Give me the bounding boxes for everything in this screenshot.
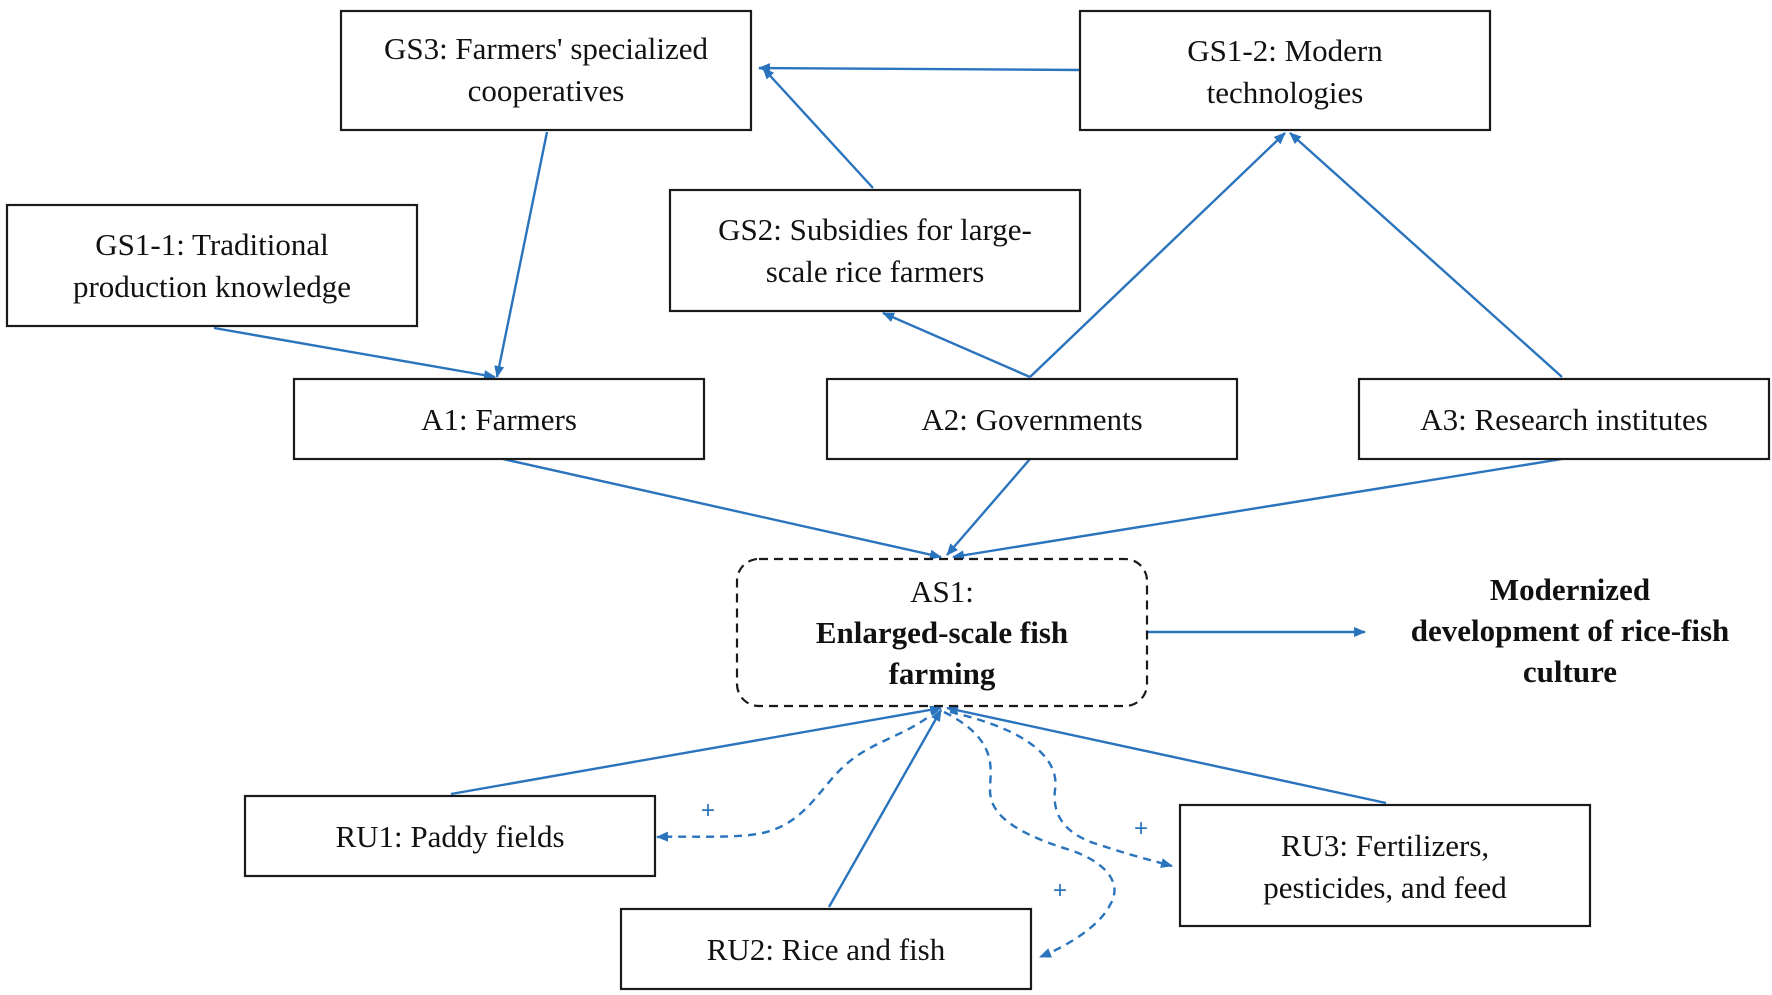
outcome-line2: development of rice-fish	[1411, 613, 1730, 648]
node-a1: A1: Farmers	[292, 377, 706, 461]
node-ru1: RU1: Paddy fields	[243, 794, 657, 878]
arrow-ru1-to-as1	[450, 704, 942, 796]
arrow-ru3-to-as1	[946, 705, 1387, 805]
outcome-line3: culture	[1523, 654, 1617, 689]
arrow-ru2-to-as1	[827, 709, 943, 908]
node-ru3-line2: pesticides, and feed	[1263, 870, 1507, 905]
outcome-label: Modernized development of rice-fish cult…	[1411, 572, 1730, 689]
arrow-a3-to-gs12	[1289, 132, 1563, 378]
node-a2-label: A2: Governments	[921, 402, 1142, 437]
node-as1: AS1: Enlarged-scale fish farming	[735, 557, 1149, 708]
node-gs11: GS1-1: Traditional production knowledge	[5, 203, 419, 328]
node-gs3-line1: GS3: Farmers' specialized	[384, 31, 709, 66]
arrow-a2-to-gs12	[1029, 132, 1286, 378]
arrow-gs3-to-a1	[494, 131, 549, 378]
arrow-gs12-to-gs3	[758, 63, 1081, 74]
plus-sign-ru3: +	[1134, 815, 1148, 842]
node-gs11-line1: GS1-1: Traditional	[95, 227, 328, 262]
node-a2: A2: Governments	[825, 377, 1239, 461]
outcome-line1: Modernized	[1490, 572, 1650, 607]
plus-sign-ru1: +	[701, 797, 715, 824]
node-ru3-line1: RU3: Fertilizers,	[1281, 828, 1489, 863]
node-gs12-line1: GS1-2: Modern	[1187, 33, 1383, 68]
arrow-a2-to-as1	[946, 458, 1031, 556]
plus-sign-ru2: +	[1053, 877, 1067, 904]
arrow-gs2-to-gs3	[762, 67, 874, 189]
arrow-gs11-to-a1	[213, 326, 496, 381]
node-gs12: GS1-2: Modern technologies	[1078, 9, 1492, 132]
node-ru3: RU3: Fertilizers, pesticides, and feed	[1178, 803, 1592, 928]
node-gs3: GS3: Farmers' specialized cooperatives	[339, 9, 753, 132]
node-as1-line1: AS1:	[910, 574, 974, 609]
connectors: + + +	[213, 63, 1563, 959]
feedback-as1-to-ru2	[943, 710, 1116, 959]
node-gs12-line2: technologies	[1207, 75, 1364, 110]
arrow-a2-to-gs2	[882, 311, 1031, 379]
node-gs3-line2: cooperatives	[468, 73, 625, 108]
node-ru2-label: RU2: Rice and fish	[707, 932, 946, 967]
arrow-a1-to-as1	[502, 457, 942, 560]
node-a1-label: A1: Farmers	[421, 402, 577, 437]
node-as1-line2: Enlarged-scale fish	[816, 615, 1068, 650]
node-gs2-line2: scale rice farmers	[766, 254, 985, 289]
node-gs11-line2: production knowledge	[73, 269, 351, 304]
node-gs2: GS2: Subsidies for large- scale rice far…	[668, 188, 1082, 313]
node-as1-line3: farming	[889, 656, 996, 691]
arrow-a3-to-as1	[952, 457, 1563, 561]
node-a3: A3: Research institutes	[1357, 377, 1771, 461]
node-gs2-line1: GS2: Subsidies for large-	[718, 212, 1032, 247]
node-ru2: RU2: Rice and fish	[619, 907, 1033, 991]
node-a3-label: A3: Research institutes	[1420, 402, 1708, 437]
node-ru1-label: RU1: Paddy fields	[335, 819, 564, 854]
feedback-as1-to-ru3	[949, 710, 1173, 868]
feedback-as1-to-ru1	[656, 709, 939, 842]
